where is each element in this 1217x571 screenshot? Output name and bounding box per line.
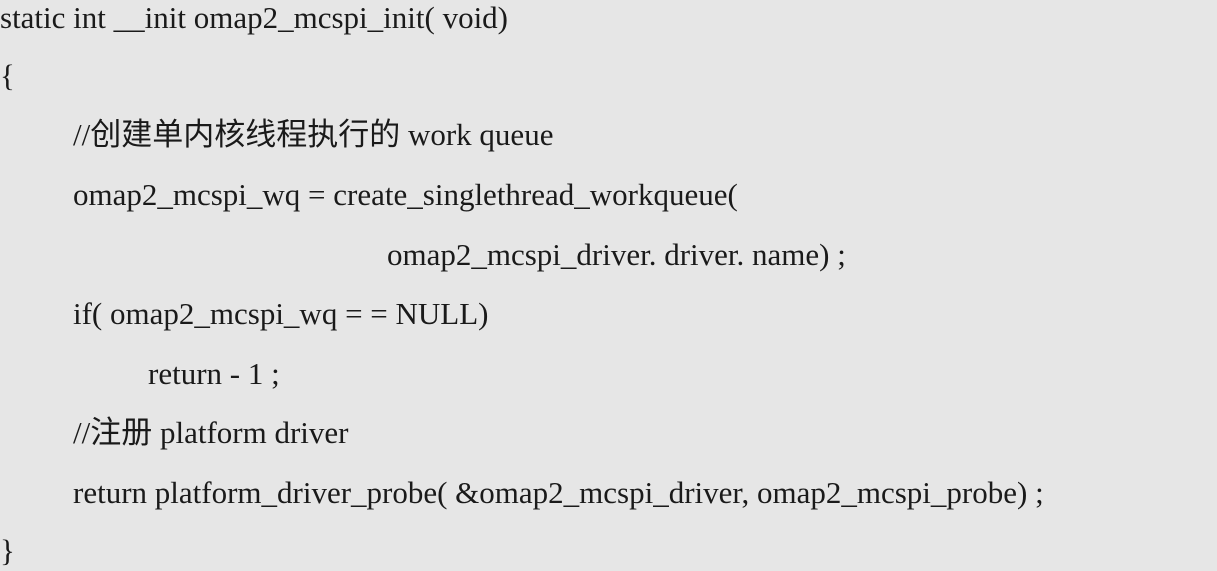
code-line-comment-create-workqueue: //创建单内核线程执行的 work queue [73,117,554,152]
code-line-return-probe: return platform_driver_probe( &omap2_mcs… [73,475,1044,510]
code-line-function-signature: static int __init omap2_mcspi_init( void… [0,0,509,35]
code-line-workqueue-argument: omap2_mcspi_driver. driver. name) ; [387,237,846,272]
code-line-return-error: return - 1 ; [148,356,280,391]
code-line-close-brace: } [0,533,15,568]
code-line-null-check: if( omap2_mcspi_wq = = NULL) [73,296,489,331]
code-line-comment-register-driver: //注册 platform driver [73,415,349,450]
code-line-open-brace: { [0,58,15,93]
code-line-workqueue-assignment: omap2_mcspi_wq = create_singlethread_wor… [73,177,738,212]
